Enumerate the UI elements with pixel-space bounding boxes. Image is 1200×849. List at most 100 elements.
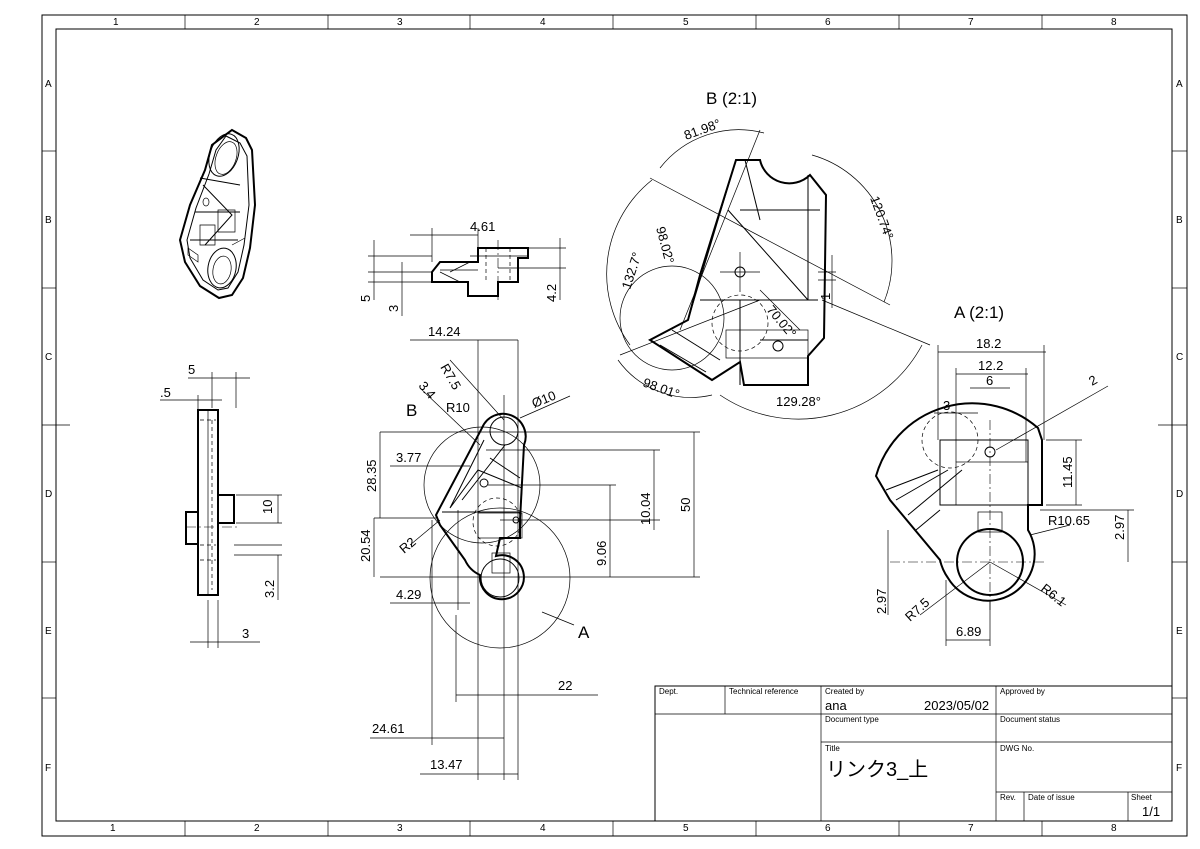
front-dim-14.24: 14.24 bbox=[428, 324, 461, 339]
detail-a-dim-r10.65: R10.65 bbox=[1048, 513, 1090, 528]
tb-tech-ref-label: Technical reference bbox=[729, 687, 799, 696]
detail-a-dim-18.2: 18.2 bbox=[976, 336, 1001, 351]
detail-a-dim-6: 6 bbox=[986, 373, 993, 388]
detail-a-dim-12.2: 12.2 bbox=[978, 358, 1003, 373]
top-dim-5: 5 bbox=[358, 295, 373, 302]
tb-created-by-label: Created by bbox=[825, 687, 864, 696]
detail-b-angle-81.98: 81.98° bbox=[682, 116, 723, 143]
side-view: 5 .5 10 3.2 3 bbox=[160, 362, 282, 648]
front-dim-9.06: 9.06 bbox=[594, 541, 609, 566]
tb-doc-type-label: Document type bbox=[825, 715, 879, 724]
detail-a-label: A (2:1) bbox=[954, 303, 1004, 322]
tb-created-by: ana bbox=[825, 698, 847, 713]
zone-col-1-top: 1 bbox=[113, 17, 119, 28]
tb-date: 2023/05/02 bbox=[924, 698, 989, 713]
zone-col-3-top: 3 bbox=[397, 17, 403, 28]
zone-col-1-bottom: 1 bbox=[110, 823, 116, 834]
tb-title-label: Title bbox=[825, 744, 840, 753]
detail-b-dim-1: 1 bbox=[818, 293, 833, 300]
front-callout-a: A bbox=[578, 623, 590, 642]
front-callout-b: B bbox=[406, 401, 417, 420]
detail-b-angle-120.74: 120.74° bbox=[867, 194, 896, 241]
side-dim-10: 10 bbox=[260, 500, 275, 514]
front-dim-3.4: 3.4 bbox=[416, 378, 439, 401]
top-dim-4.2: 4.2 bbox=[544, 284, 559, 302]
side-dim-5: 5 bbox=[188, 362, 195, 377]
front-dim-20.54: 20.54 bbox=[358, 529, 373, 562]
zone-col-8-bottom: 8 bbox=[1111, 823, 1117, 834]
front-dim-r2: R2 bbox=[396, 534, 418, 556]
tb-dwg-no-label: DWG No. bbox=[1000, 744, 1034, 753]
tb-title: リンク3_上 bbox=[826, 758, 928, 781]
top-view: 4.61 5 3 4.2 bbox=[358, 219, 566, 316]
zone-col-4-top: 4 bbox=[540, 17, 546, 28]
zone-col-2-top: 2 bbox=[254, 17, 260, 28]
tb-dept-label: Dept. bbox=[659, 687, 678, 696]
zone-row-b-left: B bbox=[45, 215, 52, 226]
front-dim-13.47: 13.47 bbox=[430, 757, 463, 772]
zone-col-3-bottom: 3 bbox=[397, 823, 403, 834]
zone-row-d-right: D bbox=[1176, 489, 1183, 500]
tb-sheet: 1/1 bbox=[1142, 804, 1160, 819]
detail-a-dim-3: 3 bbox=[943, 398, 950, 413]
detail-b-angle-70.02: 70.02° bbox=[764, 302, 800, 341]
zone-col-7-top: 7 bbox=[968, 17, 974, 28]
detail-a-dim-9: 2.97 bbox=[1112, 515, 1127, 540]
front-dim-24.61: 24.61 bbox=[372, 721, 405, 736]
zone-labels: 1 2 3 4 5 6 7 8 1 2 3 4 5 6 7 8 A B C D … bbox=[45, 17, 1183, 834]
tb-rev-label: Rev. bbox=[1000, 793, 1016, 802]
detail-a-dim-2: 2 bbox=[1086, 372, 1100, 389]
zone-col-4-bottom: 4 bbox=[540, 823, 546, 834]
zone-col-5-top: 5 bbox=[683, 17, 689, 28]
front-dim-50: 50 bbox=[678, 498, 693, 512]
isometric-view bbox=[178, 128, 257, 300]
detail-a-dim-6.89: 6.89 bbox=[956, 624, 981, 639]
title-block: Dept. Technical reference Created by ana… bbox=[654, 685, 1173, 822]
top-dim-4.61: 4.61 bbox=[470, 219, 495, 234]
zone-row-c-left: C bbox=[45, 352, 52, 363]
detail-b-angle-98.01: 98.01° bbox=[641, 375, 682, 402]
zone-col-7-bottom: 7 bbox=[968, 823, 974, 834]
detail-b-angle-129.28: 129.28° bbox=[776, 394, 821, 409]
zone-col-2-bottom: 2 bbox=[254, 823, 260, 834]
top-dim-3: 3 bbox=[386, 305, 401, 312]
detail-a-dim-11.45: 11.45 bbox=[1060, 456, 1075, 488]
detail-b-angle-98.02: 98.02° bbox=[653, 225, 677, 265]
front-dim-22: 22 bbox=[558, 678, 572, 693]
zone-row-f-right: F bbox=[1176, 763, 1182, 774]
detail-b-view: B (2:1) 81.98° 120.74° 98.02° 132.7° 70.… bbox=[606, 89, 931, 420]
detail-a-dim-r6.1: R6.1 bbox=[1038, 581, 1069, 610]
zone-row-d-left: D bbox=[45, 489, 52, 500]
front-dim-r7.5: R7.5 bbox=[437, 361, 464, 392]
tb-approved-by-label: Approved by bbox=[1000, 687, 1045, 696]
zone-ticks bbox=[42, 15, 1187, 836]
zone-row-f-left: F bbox=[45, 763, 51, 774]
front-dim-r10: R10 bbox=[446, 400, 470, 415]
detail-a-dim-r7.5: R7.5 bbox=[902, 595, 932, 625]
zone-row-a-left: A bbox=[45, 79, 52, 90]
zone-col-8-top: 8 bbox=[1111, 17, 1117, 28]
detail-a-view: A (2:1) 18.2 12.2 6 3 2 11.45 R10.65 2 bbox=[874, 303, 1134, 646]
detail-a-dim-2.97: 2.97 bbox=[874, 589, 889, 614]
drawing-border bbox=[55, 28, 1173, 822]
zone-row-e-right: E bbox=[1176, 626, 1183, 637]
outer-frame bbox=[41, 14, 1188, 837]
side-dim-3.2: 3.2 bbox=[262, 580, 277, 598]
tb-date-of-issue-label: Date of issue bbox=[1028, 793, 1075, 802]
detail-b-label: B (2:1) bbox=[706, 89, 757, 108]
detail-b-angle-132.7: 132.7° bbox=[619, 250, 645, 291]
tb-sheet-label: Sheet bbox=[1131, 793, 1153, 802]
zone-row-a-right: A bbox=[1176, 79, 1183, 90]
front-dim-3.77: 3.77 bbox=[396, 450, 421, 465]
front-view: 14.24 R7.5 3.4 R10 Ø10 28.35 3.77 10.04 … bbox=[358, 324, 700, 780]
side-dim-3: 3 bbox=[242, 626, 249, 641]
zone-row-c-right: C bbox=[1176, 352, 1183, 363]
front-dim-28.35: 28.35 bbox=[364, 459, 379, 492]
zone-row-e-left: E bbox=[45, 626, 52, 637]
tb-doc-status-label: Document status bbox=[1000, 715, 1060, 724]
zone-col-6-bottom: 6 bbox=[825, 823, 831, 834]
side-dim-0.5: .5 bbox=[160, 385, 171, 400]
zone-col-6-top: 6 bbox=[825, 17, 831, 28]
zone-col-5-bottom: 5 bbox=[683, 823, 689, 834]
